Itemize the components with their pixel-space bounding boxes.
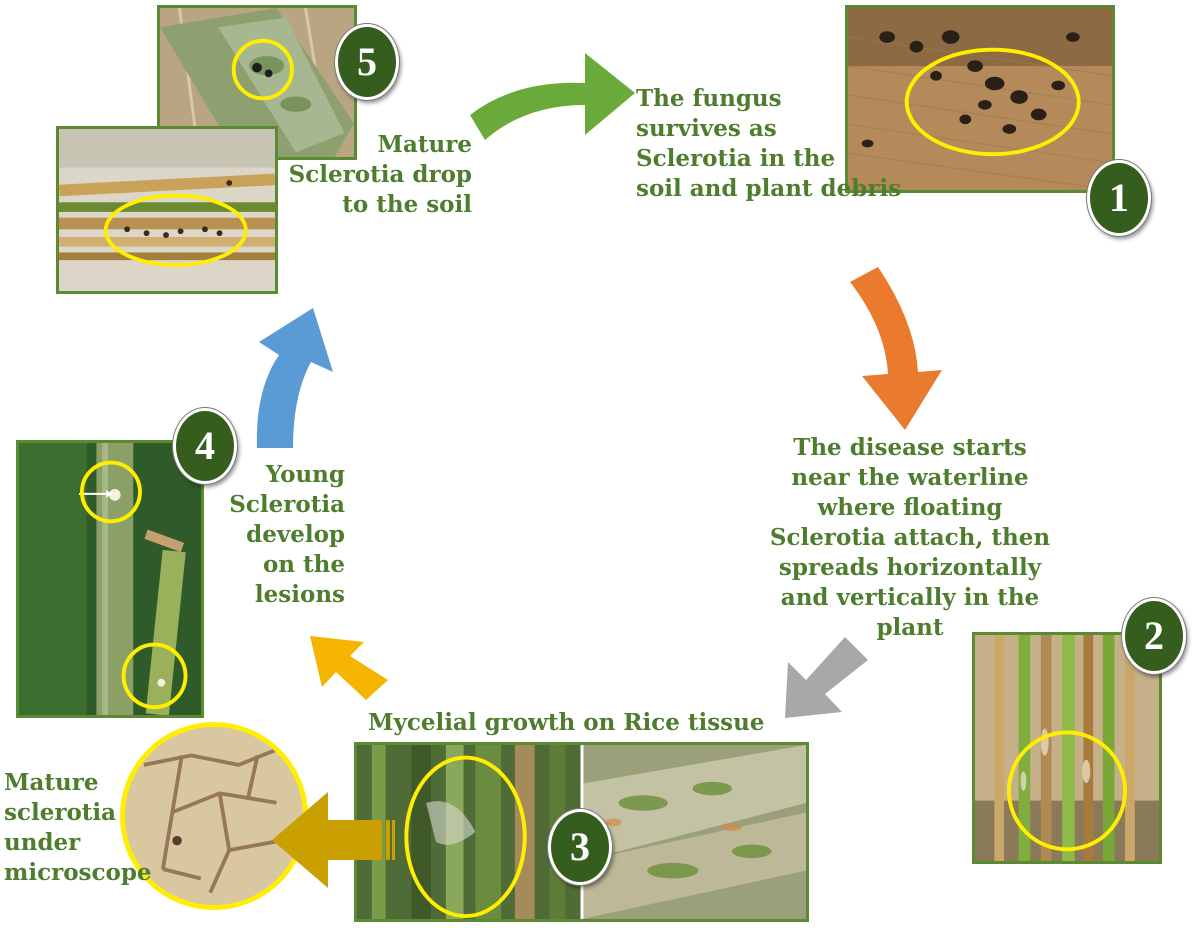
- photo-waterline-stems: [972, 632, 1162, 864]
- stage-5-label: Mature Sclerotia drop to the soil: [288, 131, 472, 218]
- stage-4-badge: 4: [173, 408, 237, 484]
- stage-2-label: The disease starts near the waterline wh…: [769, 434, 1051, 641]
- gray-cycle-arrow: [785, 637, 868, 718]
- mustard-microscope-arrow: [272, 792, 395, 888]
- photo-mature-sclerotia-stems: [56, 126, 278, 294]
- blue-cycle-arrow: [256, 308, 333, 448]
- stage-4-label: Young Sclerotia develop on the lesions: [229, 461, 345, 608]
- photo-sclerotia-on-debris: [845, 5, 1115, 193]
- yellow-cycle-arrow: [310, 636, 388, 700]
- green-cycle-arrow: [470, 53, 635, 140]
- photo-young-sclerotia: [16, 440, 204, 718]
- stage-1-badge: 1: [1087, 160, 1151, 236]
- photo-mycelial-growth: [354, 742, 809, 922]
- microscope-caption: Mature sclerotia under microscope: [4, 769, 152, 886]
- orange-cycle-arrow: [850, 267, 942, 430]
- stage-3-badge: 3: [548, 809, 612, 885]
- stage-2-badge: 2: [1122, 598, 1186, 674]
- stage-5-badge: 5: [335, 24, 399, 100]
- stage-3-label: Mycelial growth on Rice tissue: [368, 709, 765, 736]
- stage-1-label: The fungus survives as Sclerotia in the …: [636, 85, 902, 202]
- photo-mature-sclerotia-leaf: [157, 5, 357, 160]
